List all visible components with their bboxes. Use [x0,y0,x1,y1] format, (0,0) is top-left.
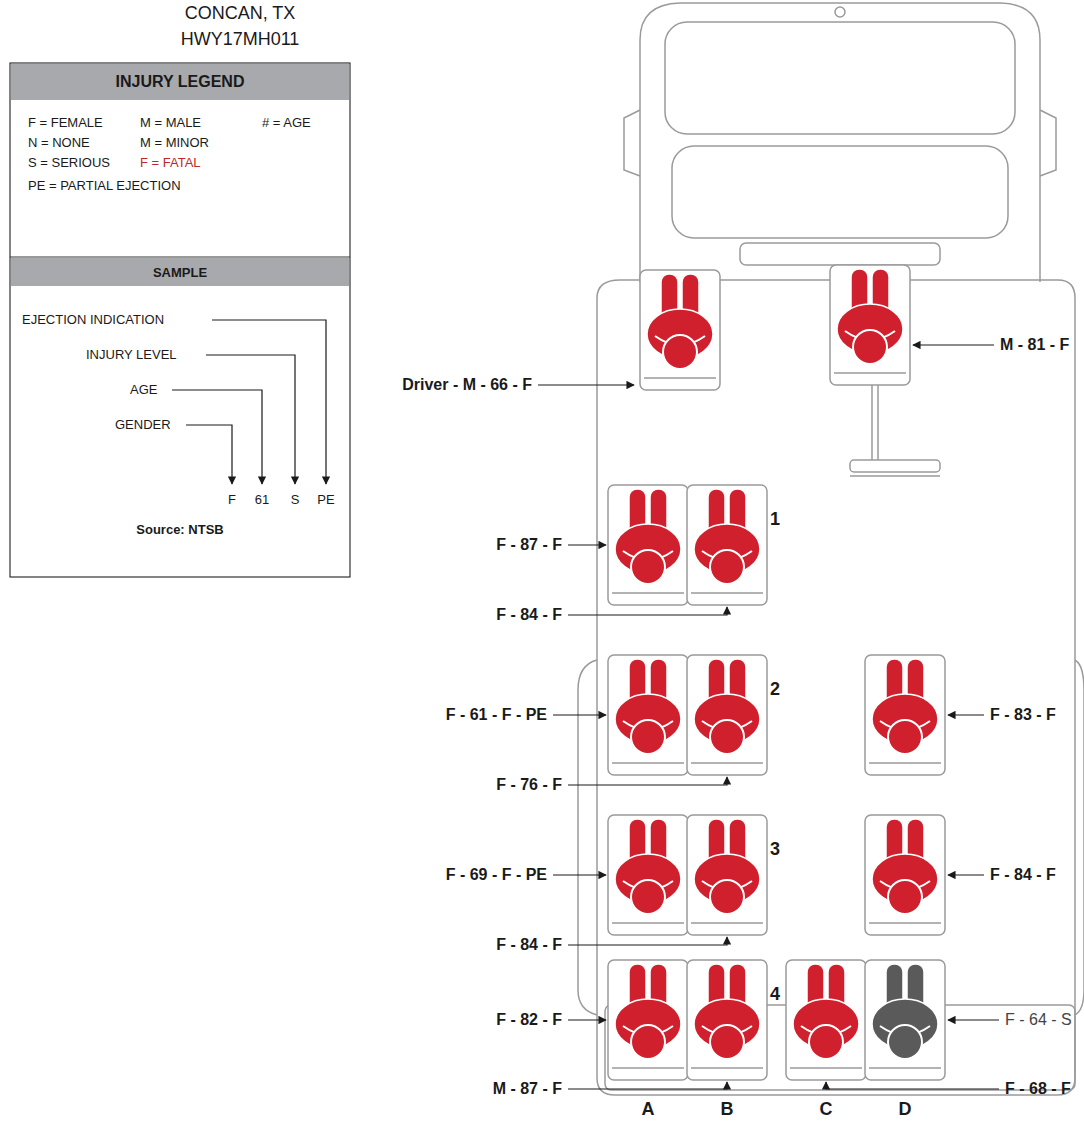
occupant-label: F - 82 - F [496,1010,562,1029]
sample-caption: AGE [130,382,157,398]
occupant-label: F - 64 - S [1005,1010,1072,1029]
row-number: 2 [770,679,780,701]
occupant-label: F - 87 - F [496,535,562,554]
legend-header-band: SAMPLE [11,258,349,286]
legend-heading: INJURY LEGEND [116,73,245,91]
sample-leaders [172,320,326,484]
row-number: 3 [770,839,780,861]
legend-entry: # = AGE [262,115,311,131]
sample-code: PE [317,492,334,508]
column-letter: A [642,1099,655,1121]
column-letter: B [721,1099,734,1121]
legend-entry: S = SERIOUS [28,155,110,171]
legend-header-band: INJURY LEGEND [11,64,349,100]
seat-leaders [538,345,999,1089]
sample-code: F [228,492,236,508]
occupant-label: Driver - M - 66 - F [402,375,532,394]
occupant-label: M - 87 - F [493,1079,562,1098]
sample-caption: GENDER [115,417,171,433]
legend-entry: F = FATAL [140,155,201,171]
bus-outline [578,3,1084,1095]
sample-code: S [291,492,300,508]
title-text: CONCAN, TX [185,3,296,25]
occupant-label: F - 84 - F [990,865,1056,884]
occupant-label: F - 83 - F [990,705,1056,724]
source-note: Source: NTSB [136,522,223,538]
occupant-label: F - 84 - F [496,605,562,624]
occupant-label: M - 81 - F [1000,335,1069,354]
legend-entry: M = MALE [140,115,201,131]
legend-entry: F = FEMALE [28,115,103,131]
sample-code: 61 [255,492,269,508]
occupant-label: F - 68 - F [1005,1079,1071,1098]
occupant-label: F - 76 - F [496,775,562,794]
column-letter: D [899,1099,912,1121]
occupant-label: F - 84 - F [496,935,562,954]
sample-caption: INJURY LEVEL [86,347,177,363]
legend-entry: PE = PARTIAL EJECTION [28,178,181,194]
report-id: HWY17MH011 [181,29,300,51]
legend-entry: M = MINOR [140,135,209,151]
row-number: 1 [770,509,780,531]
legend-box [10,63,350,577]
legend-entry: N = NONE [28,135,90,151]
row-number: 4 [770,984,780,1006]
sample-caption: EJECTION INDICATION [22,312,164,328]
occupant-label: F - 69 - F - PE [446,865,547,884]
legend-heading: SAMPLE [153,265,207,280]
column-letter: C [820,1099,833,1121]
occupant-figures [608,265,945,1080]
occupant-label: F - 61 - F - PE [446,705,547,724]
